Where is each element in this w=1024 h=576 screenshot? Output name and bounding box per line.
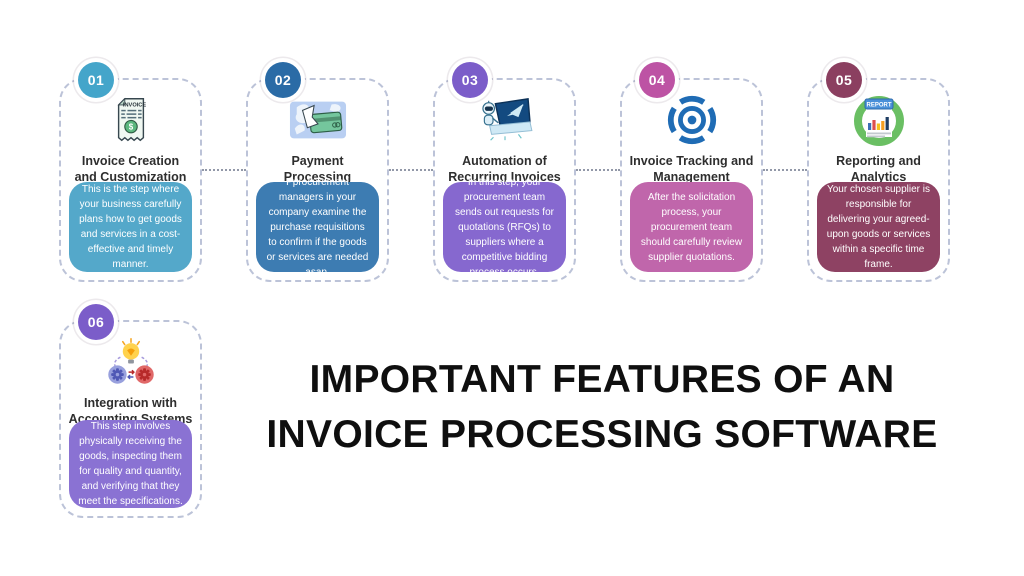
svg-text:INVOICE: INVOICE [122, 103, 145, 109]
step-heading-line2: and Customization [74, 170, 187, 184]
step-body-text: This is the step where your business car… [79, 184, 182, 270]
svg-text:$: $ [128, 123, 133, 132]
step-body-box: This is the step where your business car… [69, 182, 192, 272]
step-badge-3: 03 [452, 62, 488, 98]
connector-line-3 [576, 169, 620, 171]
step-card-2: 02 Payment Processing Pprocurement manag… [246, 62, 389, 282]
integration-gears-icon [102, 332, 160, 392]
step-heading-line1: Automation of [462, 154, 547, 168]
step-badge-1: 01 [78, 62, 114, 98]
step-number: 05 [835, 72, 853, 88]
step-body-box: This step involves physically receiving … [69, 420, 192, 508]
step-badge-5: 05 [826, 62, 862, 98]
automation-robot-icon [476, 90, 534, 150]
step-card-4: 04 Invoice Tracking and Management After… [620, 62, 763, 282]
step-heading: Invoice Tracking and Management [622, 153, 761, 185]
step-heading-line2: Processing [283, 170, 352, 184]
step-number: 03 [461, 72, 479, 88]
step-card-5: 05 REPORT Reporting and Analytics Your c… [807, 62, 950, 282]
step-heading-line1: Integration with [83, 396, 178, 410]
step-body-box: Your chosen supplier is responsible for … [817, 182, 940, 272]
svg-text:REPORT: REPORT [866, 103, 891, 109]
step-heading-line1: Invoice Tracking and [629, 154, 754, 168]
step-badge-6: 06 [78, 304, 114, 340]
step-card-1: 01 INVOICE $ Invoice Creation and Custom… [59, 62, 202, 282]
title-line-1: IMPORTANT FEATURES OF AN [309, 358, 895, 401]
step-heading: Payment Processing [248, 153, 387, 185]
step-number: 01 [87, 72, 105, 88]
step-card-3: 03 Automation of Recurring Invoices In t… [433, 62, 576, 282]
connector-line-1 [202, 169, 246, 171]
step-number: 06 [87, 314, 105, 330]
step-heading: Automation of Recurring Invoices [435, 153, 574, 185]
step-body-text: In this step, your procurement team send… [455, 176, 554, 278]
step-heading: Reporting and Analytics [809, 153, 948, 185]
step-heading-line2: Management [653, 170, 730, 184]
step-body-text: This step involves physically receiving … [78, 421, 183, 507]
tracking-target-icon [665, 90, 719, 150]
step-heading: Invoice Creation and Customization [61, 153, 200, 185]
step-card-6: 06 [59, 304, 202, 518]
connector-line-2 [389, 169, 433, 171]
step-heading-line2: Recurring Invoices [448, 170, 561, 184]
step-badge-2: 02 [265, 62, 301, 98]
step-body-text: After the solicitation process, your pro… [640, 191, 743, 263]
invoice-icon: INVOICE $ [108, 90, 154, 150]
step-heading-line1: Reporting and [836, 154, 921, 168]
step-badge-4: 04 [639, 62, 675, 98]
connector-line-4 [763, 169, 807, 171]
step-body-text: Your chosen supplier is responsible for … [826, 184, 931, 270]
step-number: 04 [648, 72, 666, 88]
step-body-box: After the solicitation process, your pro… [630, 182, 753, 272]
report-analytics-icon: REPORT [851, 90, 907, 150]
step-body-box: Pprocurement managers in your company ex… [256, 177, 379, 278]
step-heading-line2: Analytics [850, 170, 907, 184]
step-number: 02 [274, 72, 292, 88]
step-heading-line1: Invoice Creation [81, 154, 180, 168]
payment-icon [289, 90, 347, 150]
step-heading-line1: Payment [291, 154, 344, 168]
step-body-box: In this step, your procurement team send… [443, 177, 566, 278]
main-title: IMPORTANT FEATURES OF AN INVOICE PROCESS… [232, 352, 972, 463]
step-body-text: Pprocurement managers in your company ex… [266, 176, 369, 278]
title-line-2: INVOICE PROCESSING SOFTWARE [266, 413, 938, 457]
